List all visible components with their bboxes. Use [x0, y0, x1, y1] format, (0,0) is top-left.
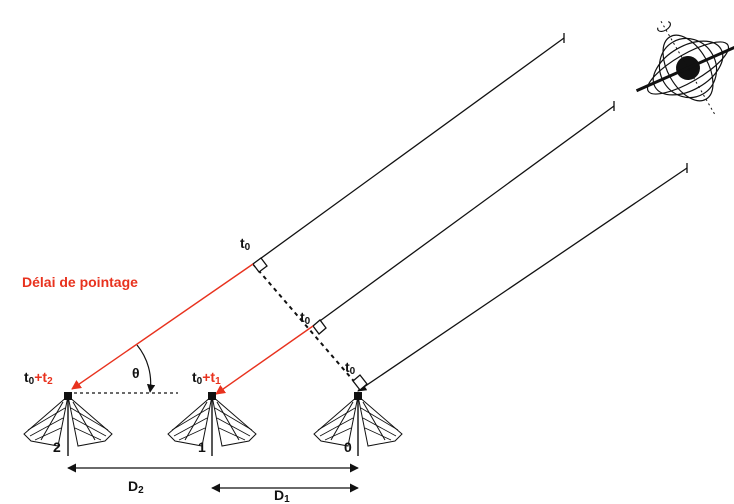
diagram-title: Délai de pointage [22, 274, 138, 290]
antenna-2-number: 2 [53, 439, 61, 455]
delay-ray-1 [215, 325, 314, 395]
angle-label: θ [132, 365, 140, 381]
antenna-2 [23, 391, 113, 457]
angle-arc [136, 344, 156, 393]
antenna-0-number: 0 [344, 439, 352, 455]
antenna-1 [167, 391, 257, 457]
right-angle-marker-1 [312, 319, 327, 335]
right-angle-marker-0 [352, 374, 368, 391]
pulsar-icon [635, 20, 734, 116]
baseline-d1-label: D1 [274, 487, 290, 504]
arrival-time-1: t0+t1 [192, 369, 221, 387]
wavefront-line [252, 263, 359, 387]
wavefront-label-0: t0 [345, 359, 356, 377]
wavefront-label-1: t0 [300, 309, 311, 327]
delay-ray-2 [71, 263, 254, 390]
wavefront-label-2: t0 [240, 235, 251, 253]
baseline-d2-label: D2 [128, 478, 144, 496]
antenna-1-number: 1 [198, 439, 206, 455]
incoming-ray-1 [312, 105, 615, 327]
right-angle-marker-2 [252, 257, 268, 273]
antenna-0 [313, 391, 403, 457]
arrival-time-2: t0+t2 [24, 369, 53, 387]
incoming-ray-2 [252, 37, 565, 265]
incoming-ray-0 [357, 167, 688, 392]
